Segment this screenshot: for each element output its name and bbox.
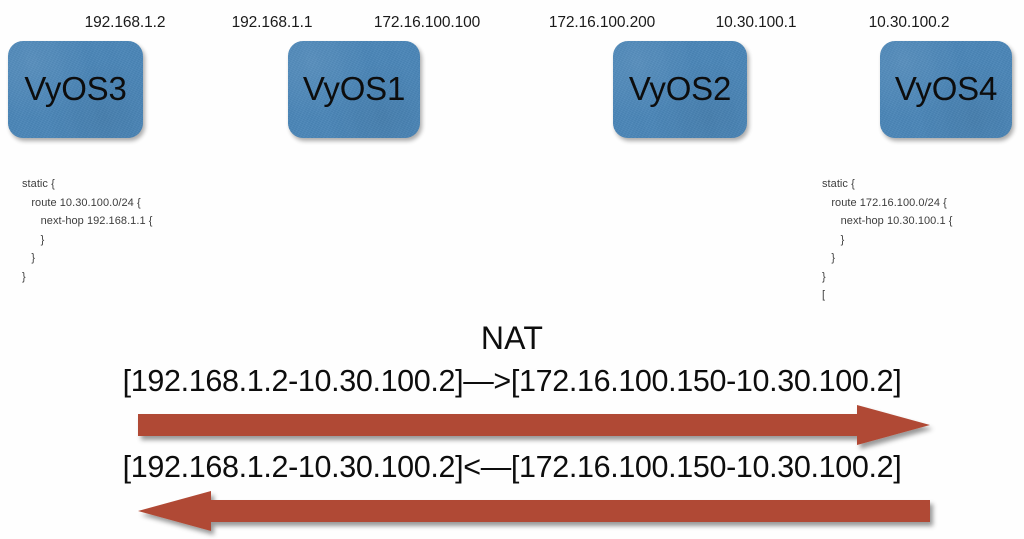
ip-label-vyos1-right: 172.16.100.100: [373, 14, 481, 31]
nat-forward-arrow: [138, 405, 930, 445]
device-vyos2[interactable]: VyOS2: [613, 41, 747, 138]
ip-label-vyos2-left: 172.16.100.200: [548, 14, 656, 31]
nat-forward-translation: [192.168.1.2-10.30.100.2]—>[172.16.100.1…: [122, 364, 902, 398]
ip-label-vyos3-eth: 192.168.1.2: [84, 14, 166, 31]
nat-reverse-translation: [192.168.1.2-10.30.100.2]<—[172.16.100.1…: [122, 450, 902, 484]
device-vyos1-label: VyOS1: [302, 69, 406, 107]
device-vyos3[interactable]: VyOS3: [8, 41, 143, 138]
device-vyos4-label: VyOS4: [894, 69, 998, 107]
config-block-vyos4: static { route 172.16.100.0/24 { next-ho…: [822, 178, 953, 301]
config-block-vyos3: static { route 10.30.100.0/24 { next-hop…: [22, 178, 153, 283]
ip-label-vyos1-left: 192.168.1.1: [231, 14, 313, 31]
nat-title: NAT: [480, 320, 544, 356]
device-vyos1[interactable]: VyOS1: [288, 41, 420, 138]
device-vyos3-label: VyOS3: [24, 69, 127, 107]
ip-label-vyos2-right: 10.30.100.1: [715, 14, 797, 31]
device-vyos2-label: VyOS2: [628, 69, 732, 107]
ip-label-vyos4-eth: 10.30.100.2: [868, 14, 950, 31]
device-vyos4[interactable]: VyOS4: [880, 41, 1012, 138]
nat-reverse-arrow: [138, 491, 930, 531]
